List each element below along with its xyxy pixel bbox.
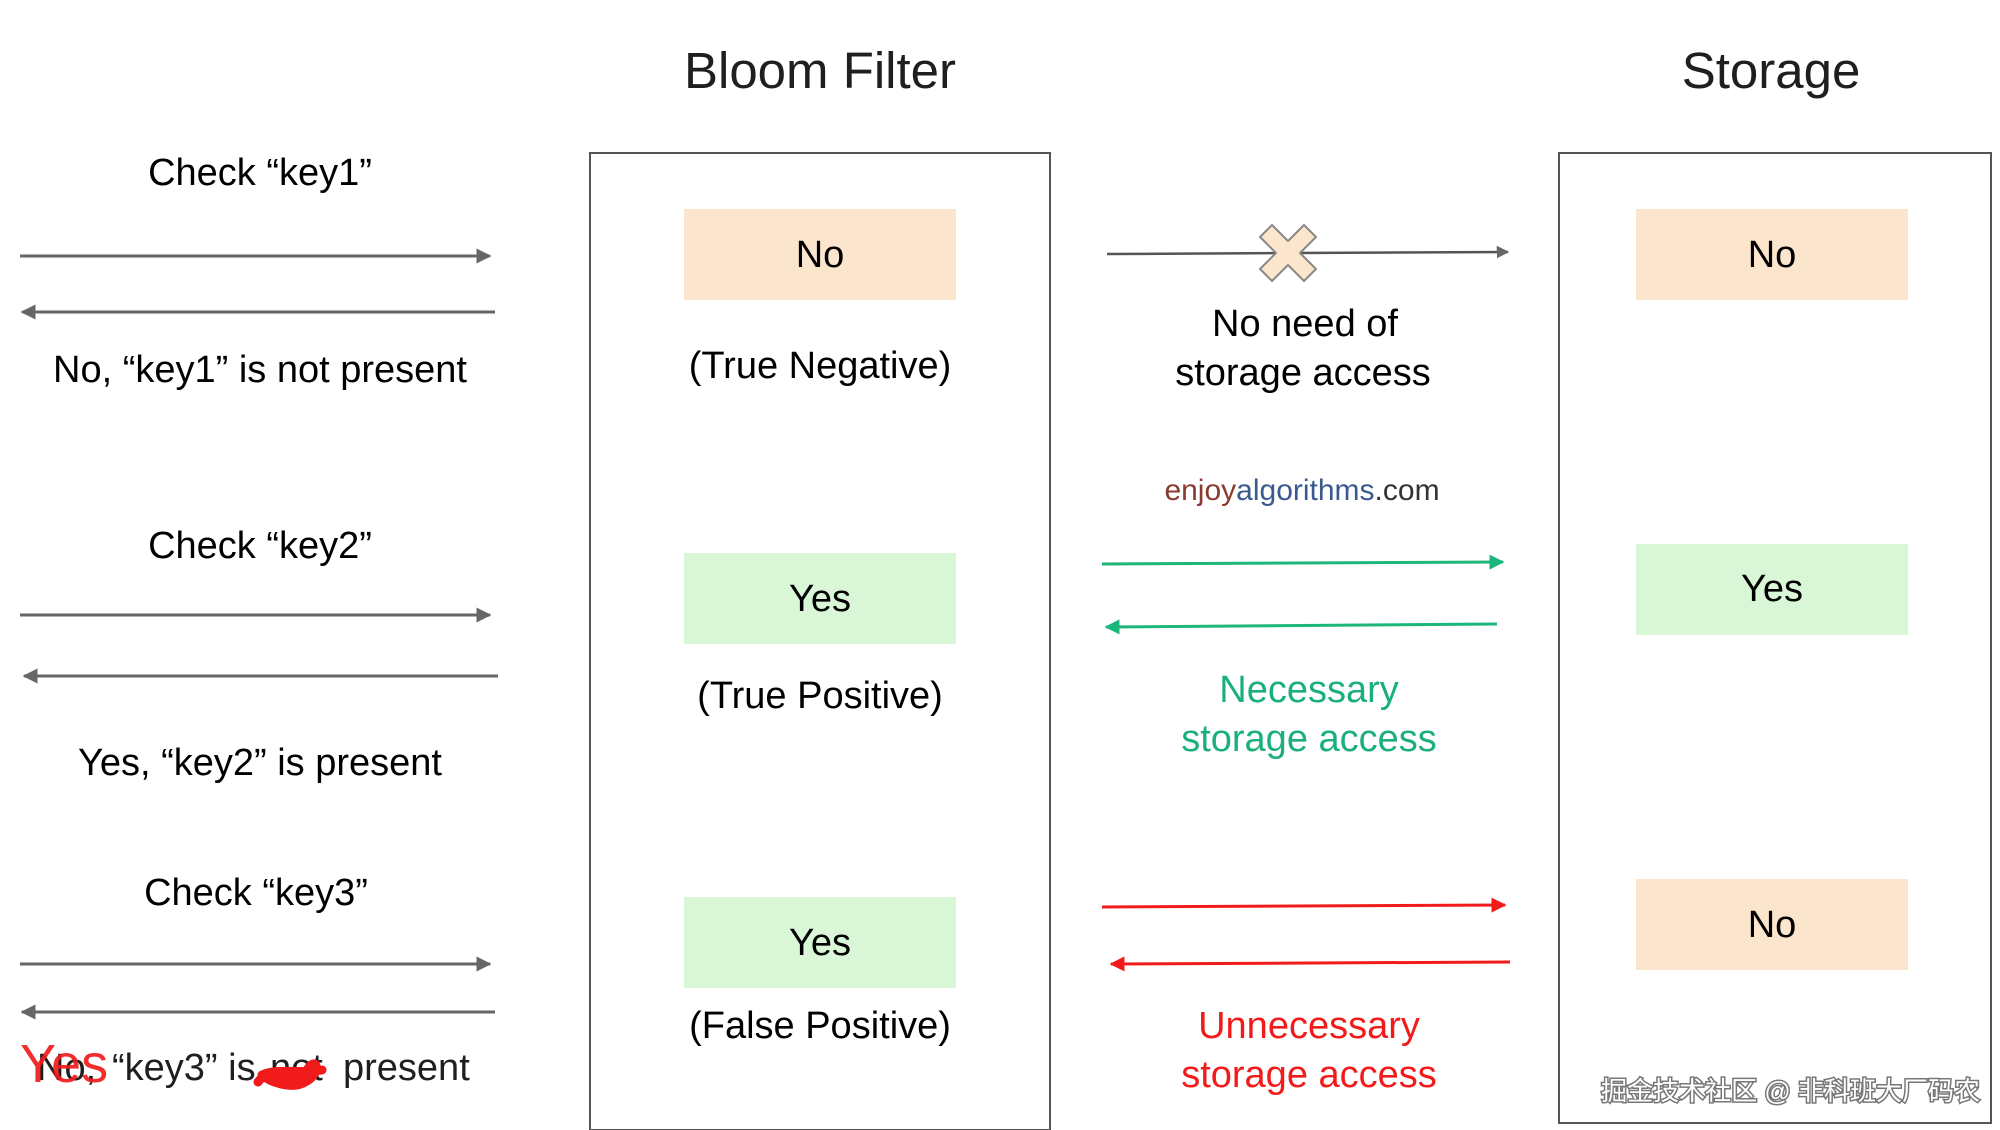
bloom-filter-title: Bloom Filter xyxy=(684,42,956,99)
bloom-filter-container xyxy=(589,152,1051,1130)
filter-result-box-key2 xyxy=(684,553,956,644)
watermark-part1: enjoy xyxy=(1164,474,1236,507)
storage-note-key2-line2: storage access xyxy=(1181,718,1437,760)
storage-result-key1: No xyxy=(1748,234,1797,276)
storage-container xyxy=(1558,152,1992,1124)
filter-result-box-key3 xyxy=(684,897,956,988)
storage-result-key3: No xyxy=(1748,904,1797,946)
watermark-part3: .com xyxy=(1375,474,1440,507)
storage-result-key2: Yes xyxy=(1741,568,1803,610)
watermark-part2: algorithms xyxy=(1236,474,1374,507)
storage-note-key3-line1: Unnecessary xyxy=(1198,1005,1420,1047)
response-key3-correction: Yes xyxy=(20,1034,108,1094)
storage-request-arrow-key3 xyxy=(1101,897,1507,913)
blocked-cross-icon xyxy=(1259,224,1317,282)
filter-result-key3: Yes xyxy=(789,922,851,964)
response-key3-label: No, “key3” is not present Yes xyxy=(20,1034,470,1094)
filter-result-box-key1 xyxy=(684,209,956,300)
filter-result-key1: No xyxy=(796,234,845,276)
response-key3-suffix: present xyxy=(343,1047,470,1089)
response-key3-original-prefix: No, xyxy=(37,1047,96,1089)
storage-note-key1-line1: No need of xyxy=(1212,303,1398,345)
scribble-strike-mark xyxy=(253,1059,327,1090)
filter-case-key2: (True Positive) xyxy=(697,675,943,717)
check-key3-label: Check “key3” xyxy=(144,872,368,914)
storage-result-box-key1 xyxy=(1636,209,1908,300)
check-key2-label: Check “key2” xyxy=(148,525,372,567)
blocked-storage-arrow-key1 xyxy=(1106,245,1510,259)
storage-result-box-key2 xyxy=(1636,544,1908,635)
response-key1-label: No, “key1” is not present xyxy=(53,349,467,391)
filter-case-key3: (False Positive) xyxy=(689,1005,951,1047)
response-key3-key-text: “key3” is xyxy=(112,1047,256,1089)
response-key2-label: Yes, “key2” is present xyxy=(78,742,442,784)
storage-title: Storage xyxy=(1682,42,1861,99)
storage-note-key1-line2: storage access xyxy=(1175,352,1431,394)
storage-note-key2-line1: Necessary xyxy=(1219,669,1399,711)
corner-watermark: 掘金技术社区 @ 非科班大厂码农 xyxy=(1601,1076,1980,1106)
filter-case-key1: (True Negative) xyxy=(689,345,952,387)
storage-response-arrow-key2 xyxy=(1104,619,1498,635)
filter-result-key2: Yes xyxy=(789,578,851,620)
enjoyalgorithms-watermark: enjoyalgorithms.com xyxy=(1164,474,1439,507)
storage-request-arrow-key2 xyxy=(1101,554,1505,570)
check-key1-label: Check “key1” xyxy=(148,152,372,194)
storage-result-box-key3 xyxy=(1636,879,1908,970)
storage-note-key3-line2: storage access xyxy=(1181,1054,1437,1096)
storage-response-arrow-key3 xyxy=(1109,956,1511,972)
